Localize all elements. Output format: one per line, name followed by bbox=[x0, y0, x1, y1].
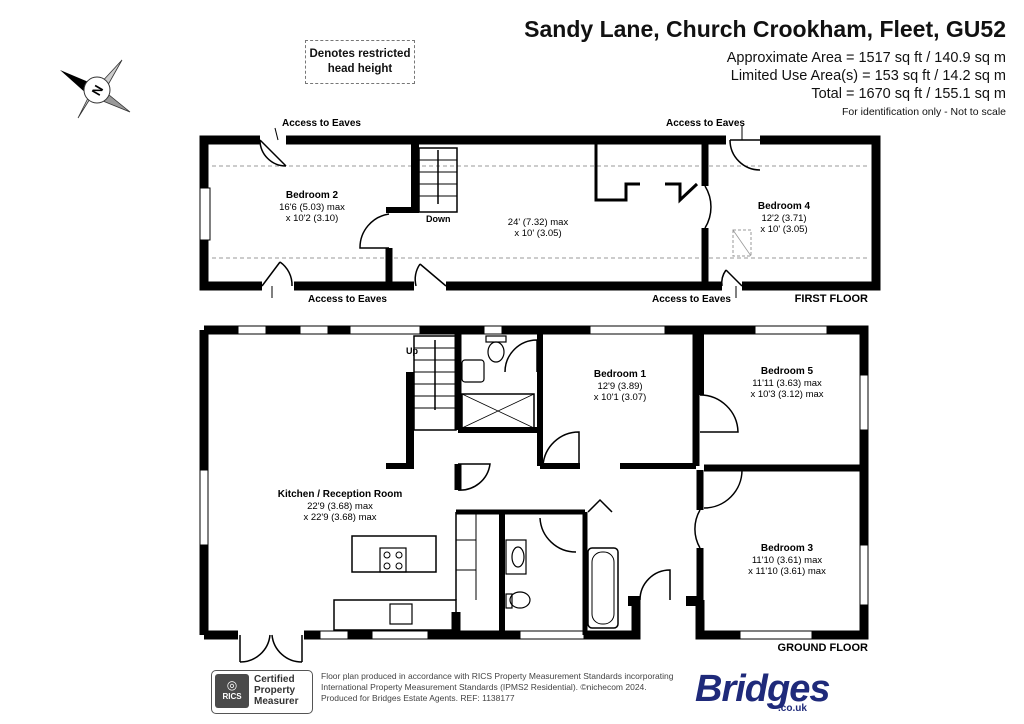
rics-badge-text: RICS bbox=[222, 692, 242, 701]
compass-icon: N bbox=[60, 59, 131, 119]
bedroom1-dim1: 12'9 (3.89) bbox=[597, 381, 642, 392]
footnote-line-1: Floor plan produced in accordance with R… bbox=[321, 671, 674, 681]
bedroom3-name: Bedroom 3 bbox=[761, 543, 814, 554]
bedroom2-name: Bedroom 2 bbox=[286, 190, 339, 201]
plan-title: Sandy Lane, Church Crookham, Fleet, GU52 bbox=[524, 16, 1006, 42]
eaves-label-bottom-right: Access to Eaves bbox=[652, 294, 731, 305]
bedroom4-dim1: 12'2 (3.71) bbox=[761, 213, 806, 224]
rics-certified-badge: ◎ RICS Certified Property Measurer bbox=[211, 670, 313, 714]
footnote-line-2: International Property Measurement Stand… bbox=[321, 682, 647, 692]
rics-line-3: Measurer bbox=[254, 696, 299, 707]
landing-dim1: 24' (7.32) max bbox=[508, 217, 569, 228]
bedroom2-dim2: x 10'2 (3.10) bbox=[286, 213, 339, 224]
rics-line-2: Property bbox=[254, 685, 296, 696]
footnote-line-3: Produced for Bridges Estate Agents. REF:… bbox=[321, 693, 515, 703]
kitchen-dim2: x 22'9 (3.68) max bbox=[303, 512, 376, 523]
bedroom1-dim2: x 10'1 (3.07) bbox=[594, 392, 647, 403]
bedroom4-dim2: x 10' (3.05) bbox=[760, 224, 807, 235]
eaves-label-top-right: Access to Eaves bbox=[666, 118, 745, 129]
bedroom3-dim2: x 11'10 (3.61) max bbox=[748, 566, 826, 577]
bedroom5-dim1: 11'11 (3.63) max bbox=[752, 378, 822, 389]
approx-area: Approximate Area = 1517 sq ft / 140.9 sq… bbox=[726, 50, 1006, 66]
ground-floor bbox=[199, 325, 869, 663]
rics-logo-icon: ◎ RICS bbox=[215, 674, 249, 708]
first-floor-label: FIRST FLOOR bbox=[795, 293, 868, 305]
legend-line-2: head height bbox=[327, 63, 393, 75]
rics-line-1: Certified bbox=[254, 674, 295, 685]
eaves-label-bottom-left: Access to Eaves bbox=[308, 294, 387, 305]
total-area: Total = 1670 sq ft / 155.1 sq m bbox=[811, 86, 1006, 102]
first-floor bbox=[199, 126, 881, 298]
scale-note: For identification only - Not to scale bbox=[842, 106, 1006, 118]
eaves-label-top-left: Access to Eaves bbox=[282, 118, 361, 129]
bedroom1-name: Bedroom 1 bbox=[594, 369, 647, 380]
restricted-height-legend: Denotes restricted head height bbox=[305, 40, 415, 84]
bedroom5-dim2: x 10'3 (3.12) max bbox=[750, 389, 823, 400]
kitchen-dim1: 22'9 (3.68) max bbox=[307, 501, 373, 512]
bedroom5-name: Bedroom 5 bbox=[761, 366, 814, 377]
bedroom3-dim1: 11'10 (3.61) max bbox=[752, 555, 823, 566]
stairs-up-label: Up bbox=[406, 346, 418, 356]
limited-use-area: Limited Use Area(s) = 153 sq ft / 14.2 s… bbox=[730, 68, 1006, 84]
kitchen-name: Kitchen / Reception Room bbox=[278, 489, 403, 500]
legend-line-1: Denotes restricted bbox=[309, 48, 411, 60]
footnote: Floor plan produced in accordance with R… bbox=[321, 671, 701, 704]
bridges-logo: Bridges bbox=[695, 668, 830, 710]
bedroom4-name: Bedroom 4 bbox=[758, 201, 811, 212]
landing-dim2: x 10' (3.05) bbox=[514, 228, 561, 239]
bridges-logo-domain: .co.uk bbox=[778, 703, 807, 714]
ground-floor-label: GROUND FLOOR bbox=[778, 642, 868, 654]
bedroom2-dim1: 16'6 (5.03) max bbox=[279, 202, 345, 213]
stairs-down-label: Down bbox=[426, 214, 451, 224]
